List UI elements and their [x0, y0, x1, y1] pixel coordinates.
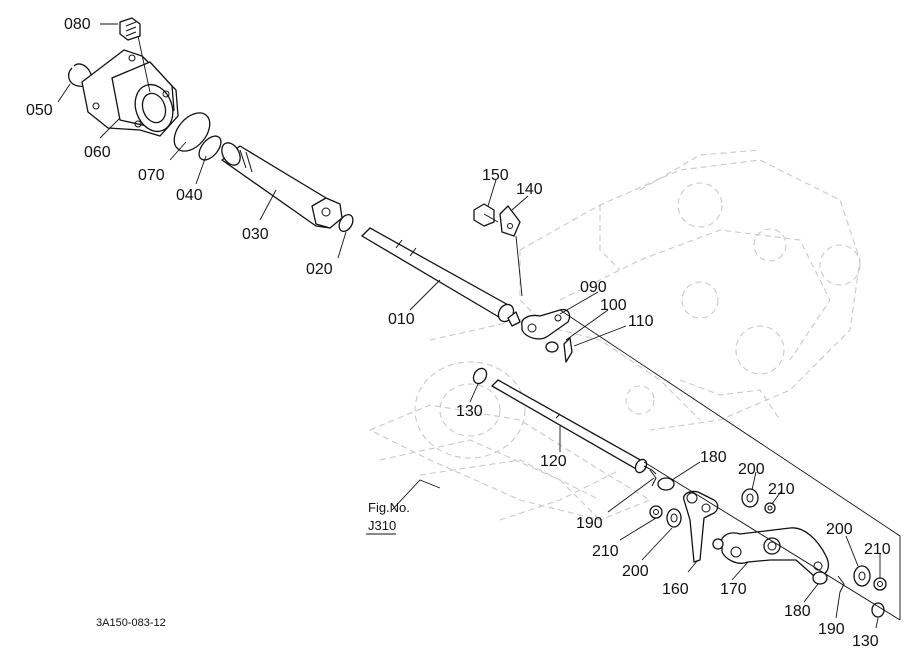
- part-100-washer: [545, 341, 559, 353]
- part-130-ring-lower: [871, 602, 885, 618]
- part-200-bushing-mid: [741, 488, 759, 508]
- label-190-upper: 190: [576, 515, 603, 532]
- label-070: 070: [138, 167, 165, 184]
- label-140: 140: [516, 181, 543, 198]
- label-210-mid: 210: [768, 481, 795, 498]
- label-040: 040: [176, 187, 203, 204]
- label-110: 110: [628, 313, 654, 330]
- part-140-plate: [499, 205, 521, 237]
- label-010: 010: [388, 311, 415, 328]
- label-180-lower: 180: [784, 603, 811, 620]
- part-040-o-ring: [198, 135, 222, 161]
- label-060: 060: [84, 144, 111, 161]
- part-170-lever: [720, 527, 829, 577]
- part-210-nut-left: [649, 505, 663, 519]
- label-200-mid: 200: [738, 461, 765, 478]
- figure-reference: Fig.No. J310: [366, 500, 410, 535]
- label-030: 030: [242, 226, 269, 243]
- part-180-collar-lower: [812, 571, 828, 585]
- fig-ref-line1: Fig.No.: [368, 500, 410, 515]
- part-080-bolt: [119, 17, 141, 41]
- part-180-collar-upper: [657, 477, 675, 491]
- label-180-upper: 180: [700, 449, 727, 466]
- part-090-arm: [521, 308, 571, 340]
- label-210-right: 210: [864, 541, 891, 558]
- label-090: 090: [580, 279, 607, 296]
- part-200-bushing-right: [853, 565, 871, 587]
- label-200-right: 200: [826, 521, 853, 538]
- part-060-housing: [81, 49, 179, 137]
- part-210-nut-mid: [764, 502, 776, 514]
- label-120: 120: [540, 453, 567, 470]
- label-200-left: 200: [622, 563, 649, 580]
- part-small-joint: [712, 538, 724, 550]
- label-050: 050: [26, 102, 53, 119]
- label-210-left: 210: [592, 543, 619, 560]
- part-labels: 080 050 060 070 040 030 020 010 150 140 …: [26, 16, 891, 650]
- label-080: 080: [64, 16, 91, 33]
- label-170: 170: [720, 581, 747, 598]
- part-070-o-ring: [173, 112, 211, 152]
- part-010-shaft: [361, 227, 521, 327]
- part-030-sleeve: [221, 142, 343, 229]
- drawing-code: 3A150-083-12: [96, 617, 166, 629]
- leader-lines: [57, 23, 901, 629]
- part-020-ring: [338, 213, 354, 233]
- label-160: 160: [662, 581, 689, 598]
- part-150-bolt: [473, 203, 499, 227]
- part-190-pin-upper: [649, 469, 657, 487]
- part-200-bushing-left: [666, 508, 682, 528]
- part-210-nut-right: [873, 577, 887, 591]
- housing-ghost: [368, 149, 861, 521]
- label-130-lower: 130: [852, 633, 879, 650]
- fig-ref-line2: J310: [368, 518, 396, 533]
- part-110-pin: [563, 337, 573, 363]
- label-150: 150: [482, 167, 509, 184]
- label-130-upper: 130: [456, 403, 483, 420]
- label-190-lower: 190: [818, 621, 845, 638]
- label-020: 020: [306, 261, 333, 278]
- part-130-ring-upper: [472, 367, 488, 385]
- part-160-lever: [683, 490, 719, 563]
- label-100: 100: [600, 297, 627, 314]
- part-190-pin-lower: [837, 575, 845, 593]
